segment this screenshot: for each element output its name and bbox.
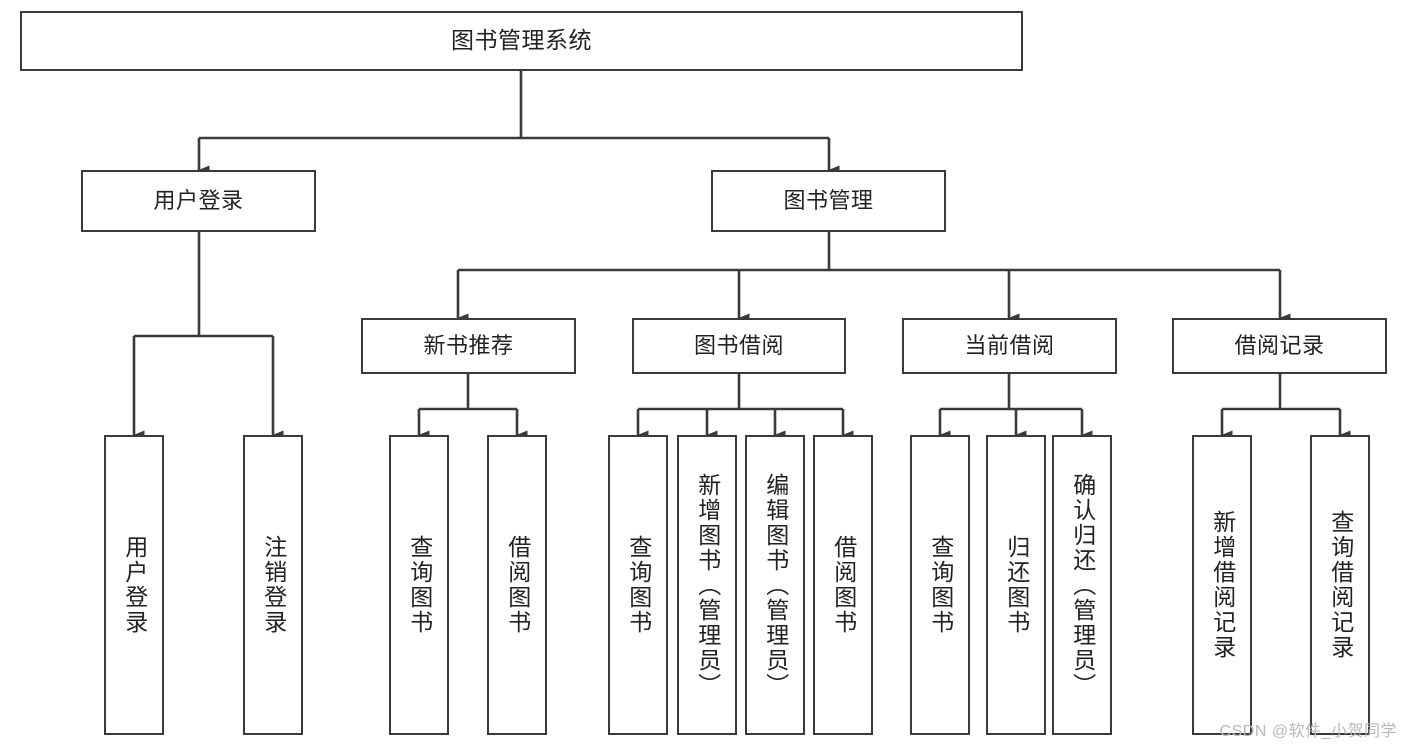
leaf-query-book-recommend[interactable]: 查询图书 (389, 435, 449, 735)
leaf-add-book-admin[interactable]: 新增图书（管理员） (677, 435, 737, 735)
leaf-borrow-book-recommend[interactable]: 借阅图书 (487, 435, 547, 735)
node-current-borrow[interactable]: 当前借阅 (902, 318, 1117, 374)
leaf-user-login[interactable]: 用户登录 (104, 435, 164, 735)
leaf-query-borrow-record[interactable]: 查询借阅记录 (1310, 435, 1370, 735)
node-book-management[interactable]: 图书管理 (711, 170, 946, 232)
leaf-query-book-current[interactable]: 查询图书 (910, 435, 970, 735)
leaf-logout[interactable]: 注销登录 (243, 435, 303, 735)
node-new-book-recommend[interactable]: 新书推荐 (361, 318, 576, 374)
leaf-add-borrow-record[interactable]: 新增借阅记录 (1192, 435, 1252, 735)
node-root-system[interactable]: 图书管理系统 (20, 11, 1023, 71)
leaf-query-book-borrow[interactable]: 查询图书 (608, 435, 668, 735)
node-book-borrow[interactable]: 图书借阅 (632, 318, 846, 374)
node-user-login[interactable]: 用户登录 (81, 170, 316, 232)
node-borrow-record[interactable]: 借阅记录 (1172, 318, 1387, 374)
leaf-borrow-book[interactable]: 借阅图书 (813, 435, 873, 735)
leaf-edit-book-admin[interactable]: 编辑图书（管理员） (745, 435, 805, 735)
leaf-return-book[interactable]: 归还图书 (986, 435, 1046, 735)
connector-lines (132, 71, 1351, 440)
leaf-confirm-return-admin[interactable]: 确认归还（管理员） (1052, 435, 1112, 735)
